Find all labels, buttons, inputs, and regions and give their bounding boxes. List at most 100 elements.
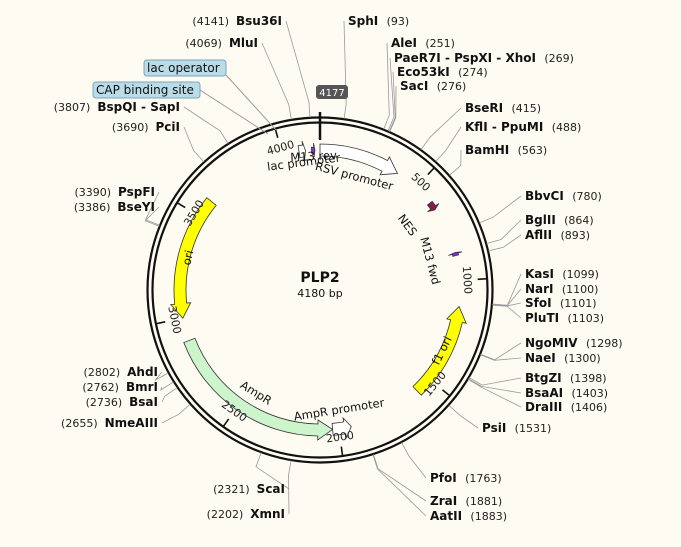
site-leader <box>145 191 160 226</box>
tick-3000 <box>155 321 166 325</box>
site-label: BamHI (563) <box>465 143 547 157</box>
site-leader <box>468 378 522 394</box>
plasmid-name: PLP2 <box>300 270 339 286</box>
feature-lac-promoter <box>297 140 306 161</box>
tick-500 <box>427 166 436 176</box>
site-name: NmeAIII <box>105 416 158 430</box>
site-leader <box>372 454 427 517</box>
site-leader <box>183 126 205 163</box>
feature-ampr <box>183 337 334 441</box>
feature-label-m13-fwd: M13 fwd <box>417 235 443 286</box>
site-label: (2736) BsaI <box>86 395 158 409</box>
site-ahdi: (2802) AhdI <box>84 365 169 381</box>
site-eco53ki: Eco53kI (274) <box>388 65 488 132</box>
site-label: SphI (93) <box>348 14 409 28</box>
site-leader <box>448 405 479 429</box>
site-name: AflII <box>525 228 560 242</box>
cap-binding-site-label: CAP binding site <box>96 83 194 97</box>
site-aflii: AflII (893) <box>488 228 590 252</box>
site-name: PspFI <box>118 185 155 199</box>
site-position: (3390) <box>74 186 118 199</box>
site-position: (2655) <box>61 417 105 430</box>
site-name: ZraI <box>430 494 466 508</box>
site-label: (3690) PciI <box>112 120 180 134</box>
site-ngomiv: NgoMIV (1298) <box>480 336 623 361</box>
site-xmni: (2202) XmnI <box>207 460 292 521</box>
site-position: (269) <box>544 52 574 65</box>
site-aatii: AatII (1883) <box>372 454 507 523</box>
tick-label-3000: 3000 <box>165 305 183 335</box>
site-label: NarI (1100) <box>525 282 598 296</box>
site-position: (1298) <box>586 337 623 350</box>
site-leader <box>480 354 522 361</box>
site-label: (3386) BseYI <box>74 200 155 214</box>
feature-label-nes: NES <box>395 212 420 239</box>
site-label: KasI (1099) <box>525 267 599 281</box>
site-name: Bsu36I <box>236 14 282 28</box>
site-leader <box>159 381 174 391</box>
site-sphi: SphI (93) <box>343 14 409 119</box>
site-leader <box>161 387 178 403</box>
site-label: SacI (276) <box>400 79 466 93</box>
site-bseri: BseRI (415) <box>420 101 541 150</box>
site-position: (1300) <box>564 352 601 365</box>
site-label: Eco53kI (274) <box>397 65 488 79</box>
center-label: PLP2 4180 bp <box>297 270 342 300</box>
site-label: BglII (864) <box>525 213 594 227</box>
site-bseyi: (3386) BseYI <box>74 200 160 227</box>
site-leader <box>161 403 191 424</box>
feature-rsv-promoter <box>319 143 399 176</box>
site-leader <box>383 42 390 130</box>
site-label: AflII (893) <box>525 228 590 242</box>
site-position: (1101) <box>560 297 597 310</box>
lac-operator-leader <box>225 74 277 131</box>
site-position: (2802) <box>84 366 128 379</box>
site-label: PfoI (1763) <box>430 471 502 485</box>
site-label: NaeI (1300) <box>525 351 601 365</box>
tick-label-1000: 1000 <box>460 266 475 295</box>
site-position: (488) <box>552 121 582 134</box>
feature-nes <box>426 200 440 213</box>
tick-2500 <box>222 418 230 428</box>
site-label: (2321) ScaI <box>213 482 285 496</box>
site-leader <box>492 302 522 307</box>
site-leader <box>343 20 347 119</box>
site-leader <box>154 371 169 381</box>
site-name: BseRI <box>465 101 512 115</box>
site-name: KasI <box>525 267 562 281</box>
site-label: (3390) PspFI <box>74 185 155 199</box>
site-name: XmnI <box>250 507 285 521</box>
site-bbvci: BbvCI (780) <box>479 189 602 224</box>
cap-binding-site-leader <box>199 89 269 135</box>
site-label: (2802) AhdI <box>84 365 158 379</box>
end-badge-group: 4177 <box>316 85 348 99</box>
site-position: (4141) <box>192 15 236 28</box>
site-leader <box>255 452 290 490</box>
site-name: BseYI <box>117 200 155 214</box>
site-label: BsaAI (1403) <box>525 386 608 400</box>
site-label: AatII (1883) <box>430 509 507 523</box>
site-bglii: BglII (864) <box>486 213 594 244</box>
site-position: (1406) <box>571 401 608 414</box>
site-btgzi: BtgZI (1398) <box>469 371 607 386</box>
end-badge <box>316 85 348 99</box>
site-position: (1881) <box>466 495 503 508</box>
site-label: (4069) MluI <box>185 36 258 50</box>
site-name: NarI <box>525 282 562 296</box>
site-name: BsaI <box>129 395 158 409</box>
site-zrai: ZraI (1881) <box>373 454 503 508</box>
site-paer7i-pspxi-xhoi: PaeR7I - PspXI - XhoI (269) <box>387 51 574 132</box>
site-name: DraIII <box>525 400 571 414</box>
site-draiii: DraIII (1406) <box>467 378 608 414</box>
site-name: Eco53kI <box>397 65 458 79</box>
site-leader <box>488 234 522 252</box>
site-bamhi: BamHI (563) <box>449 143 547 176</box>
site-name: PaeR7I - PspXI - XhoI <box>394 51 544 65</box>
site-position: (780) <box>572 190 602 203</box>
site-position: (1100) <box>562 283 599 296</box>
lac-operator-box <box>143 59 227 77</box>
site-name: BglII <box>525 213 564 227</box>
site-position: (3690) <box>112 121 156 134</box>
site-leader <box>401 442 427 479</box>
site-position: (1403) <box>572 387 609 400</box>
